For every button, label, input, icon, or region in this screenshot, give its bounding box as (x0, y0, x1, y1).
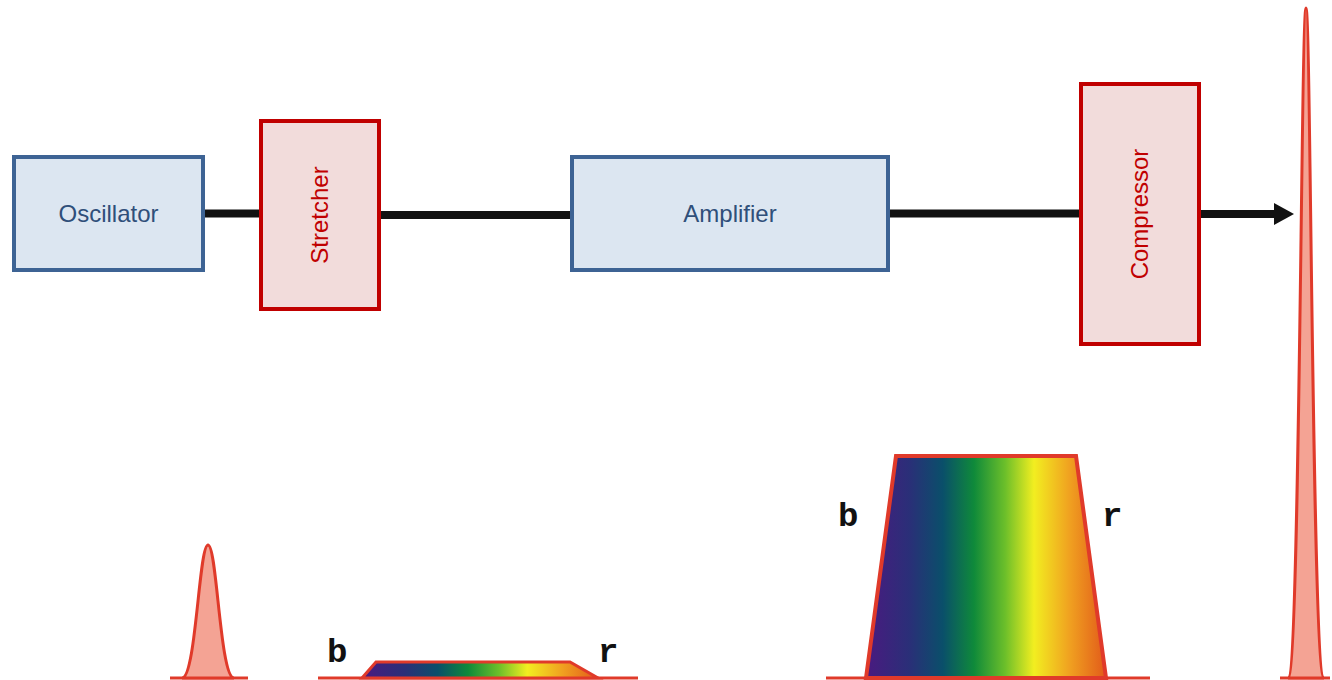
stage-label: Compressor (1126, 149, 1154, 280)
amplified-pulse (866, 456, 1106, 678)
beam-line (890, 210, 1079, 218)
red-end-label: r (598, 636, 618, 670)
red-end-label: r (1102, 500, 1122, 534)
beam-line (205, 210, 259, 218)
compressed-pulse (1288, 8, 1324, 678)
blue-end-label: b (327, 636, 347, 670)
beam-line (1201, 210, 1278, 218)
short-pulse (182, 545, 234, 678)
blue-end-label: b (838, 500, 858, 534)
arrow-head (1274, 203, 1294, 225)
stage-box-vertical: Compressor (1079, 82, 1201, 346)
stage-label: Oscillator (58, 200, 158, 228)
stage-box-vertical: Stretcher (259, 119, 381, 311)
beam-line (381, 211, 570, 219)
stage-label: Stretcher (306, 166, 334, 263)
stage-box: Oscillator (12, 155, 205, 272)
stage-label: Amplifier (683, 200, 776, 228)
stage-box: Amplifier (570, 155, 890, 272)
stretched-pulse (362, 662, 598, 678)
